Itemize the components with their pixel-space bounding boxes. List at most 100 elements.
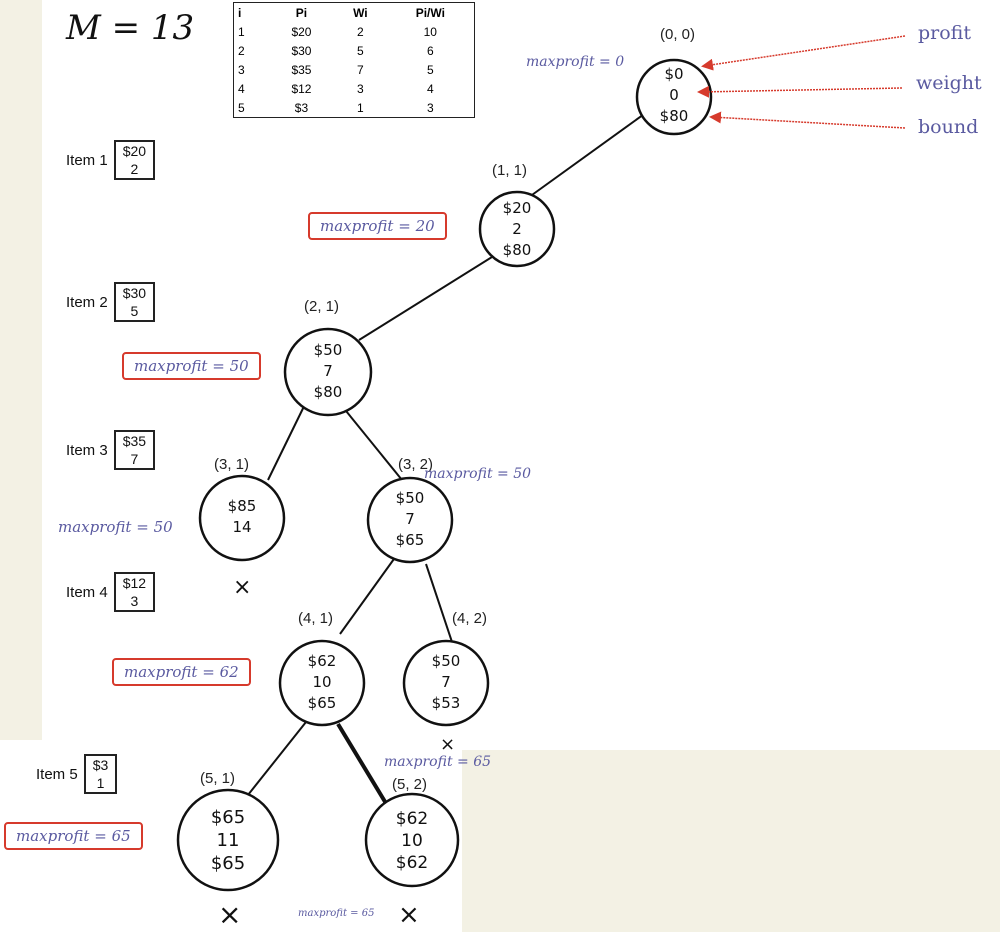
item-name: Item 2 bbox=[66, 293, 108, 311]
item-profit: $12 bbox=[122, 575, 147, 591]
table-header-cell: Pi bbox=[295, 5, 308, 20]
table-cell: 3 bbox=[357, 81, 364, 96]
maxprofit-label: maxprofit = 65 bbox=[298, 908, 375, 919]
table-cell: $3 bbox=[294, 100, 309, 115]
item-label-3: Item 3 $35 7 bbox=[66, 430, 156, 470]
node-bound: $53 bbox=[431, 694, 461, 712]
item-profit: $35 bbox=[122, 433, 147, 449]
table-cell: $30 bbox=[291, 43, 312, 58]
table-cell: 7 bbox=[357, 62, 364, 77]
arrow-bound bbox=[709, 111, 906, 129]
node-coord: (3, 2) bbox=[398, 456, 434, 473]
table-row: 3 $35 7 5 bbox=[234, 60, 475, 79]
item-profit: $20 bbox=[122, 143, 147, 159]
node-profit: $85 bbox=[227, 497, 257, 515]
node-coord: (1, 1) bbox=[492, 162, 528, 179]
node-weight: 10 bbox=[312, 673, 332, 691]
node-profit: $50 bbox=[313, 341, 343, 359]
node-profit: $50 bbox=[395, 489, 425, 507]
items-table: i Pi Wi Pi/Wi 1 $20 2 10 2 $30 5 6 3 $35… bbox=[233, 2, 475, 118]
item-label-2: Item 2 $30 5 bbox=[66, 282, 156, 322]
item-name: Item 1 bbox=[66, 151, 108, 169]
table-cell: $12 bbox=[291, 81, 312, 96]
node-circle-0-0 bbox=[635, 58, 713, 136]
node-weight: 0 bbox=[669, 86, 679, 104]
node-5-2: $62 10 $62 bbox=[382, 808, 442, 874]
node-weight: 7 bbox=[405, 510, 415, 528]
table-cell: 6 bbox=[426, 43, 434, 58]
item-weight: 3 bbox=[130, 593, 139, 609]
node-bound: $80 bbox=[502, 241, 532, 259]
item-vector: $3 1 bbox=[83, 754, 118, 794]
node-circle-4-2 bbox=[402, 639, 490, 727]
edge-41-51 bbox=[243, 721, 307, 801]
node-circle-5-2 bbox=[364, 792, 460, 888]
node-bound: $62 bbox=[395, 853, 429, 873]
node-weight: 14 bbox=[232, 518, 252, 536]
node-coord: (4, 1) bbox=[298, 610, 334, 627]
table-cell: 5 bbox=[238, 100, 245, 115]
edge-1-2 bbox=[358, 251, 501, 341]
node-bound: $65 bbox=[210, 853, 246, 874]
canvas-panel-mid bbox=[42, 700, 462, 760]
item-weight: 2 bbox=[130, 161, 139, 177]
pruned-x-icon: × bbox=[233, 575, 252, 600]
node-circle-2-1 bbox=[283, 327, 373, 417]
node-coord: (4, 2) bbox=[452, 610, 488, 627]
node-profit: $62 bbox=[395, 809, 429, 829]
node-4-1: $62 10 $65 bbox=[292, 651, 352, 714]
table-header-cell: i bbox=[238, 5, 242, 20]
table-cell: 2 bbox=[357, 24, 364, 39]
table-cell: 10 bbox=[423, 24, 437, 39]
node-coord: (5, 1) bbox=[200, 770, 236, 787]
item-weight: 7 bbox=[130, 451, 139, 467]
table-header-cell: Pi/Wi bbox=[415, 5, 445, 20]
item-label-4: Item 4 $12 3 bbox=[66, 572, 156, 612]
node-1-1: $20 2 $80 bbox=[487, 198, 547, 261]
node-coord: (2, 1) bbox=[304, 298, 340, 315]
node-profit: $62 bbox=[307, 652, 337, 670]
table-cell: 5 bbox=[426, 62, 434, 77]
node-2-1: $50 7 $80 bbox=[298, 340, 358, 403]
annotation-bound: bound bbox=[918, 116, 979, 138]
pruned-x-icon: × bbox=[440, 734, 456, 755]
item-vector: $20 2 bbox=[113, 140, 156, 180]
node-3-2: $50 7 $65 bbox=[380, 488, 440, 551]
canvas-panel-right bbox=[460, 0, 1000, 750]
node-circle-3-1 bbox=[198, 474, 286, 562]
node-circle-3-2 bbox=[366, 476, 454, 564]
table-cell: 4 bbox=[238, 81, 245, 96]
node-bound: $80 bbox=[659, 107, 689, 125]
node-weight: 11 bbox=[216, 830, 240, 851]
table-row: 1 $20 2 10 bbox=[234, 22, 475, 41]
table-row: 4 $12 3 4 bbox=[234, 79, 475, 98]
node-0-0: $0 0 $80 bbox=[644, 64, 704, 127]
table-cell: 2 bbox=[238, 43, 245, 58]
node-bound: $65 bbox=[395, 531, 425, 549]
maxprofit-label: maxprofit = 0 bbox=[526, 54, 625, 70]
annotation-weight: weight bbox=[916, 72, 982, 94]
table-cell: 1 bbox=[238, 24, 245, 39]
node-coord: (0, 0) bbox=[660, 26, 696, 43]
item-name: Item 5 bbox=[36, 765, 78, 783]
node-profit: $50 bbox=[431, 652, 461, 670]
maxprofit-label-highlighted: maxprofit = 62 bbox=[112, 658, 251, 686]
table-cell: $35 bbox=[291, 62, 312, 77]
maxprofit-label-highlighted: maxprofit = 20 bbox=[308, 212, 447, 240]
item-vector: $35 7 bbox=[113, 430, 156, 470]
edge-32-42 bbox=[425, 563, 453, 643]
item-name: Item 3 bbox=[66, 441, 108, 459]
arrow-weight bbox=[697, 85, 903, 98]
table-cell: 4 bbox=[426, 81, 434, 96]
node-weight: 7 bbox=[323, 362, 333, 380]
item-weight: 1 bbox=[96, 775, 105, 791]
item-label-5: Item 5 $3 1 bbox=[36, 754, 118, 794]
edge-0-1 bbox=[524, 111, 648, 201]
maxprofit-label-highlighted: maxprofit = 50 bbox=[122, 352, 261, 380]
table-cell: 3 bbox=[238, 62, 245, 77]
table-header-row: i Pi Wi Pi/Wi bbox=[234, 3, 475, 23]
node-3-1: $85 14 bbox=[212, 496, 272, 538]
node-4-2: $50 7 $53 bbox=[416, 651, 476, 714]
node-profit: $65 bbox=[210, 807, 246, 828]
